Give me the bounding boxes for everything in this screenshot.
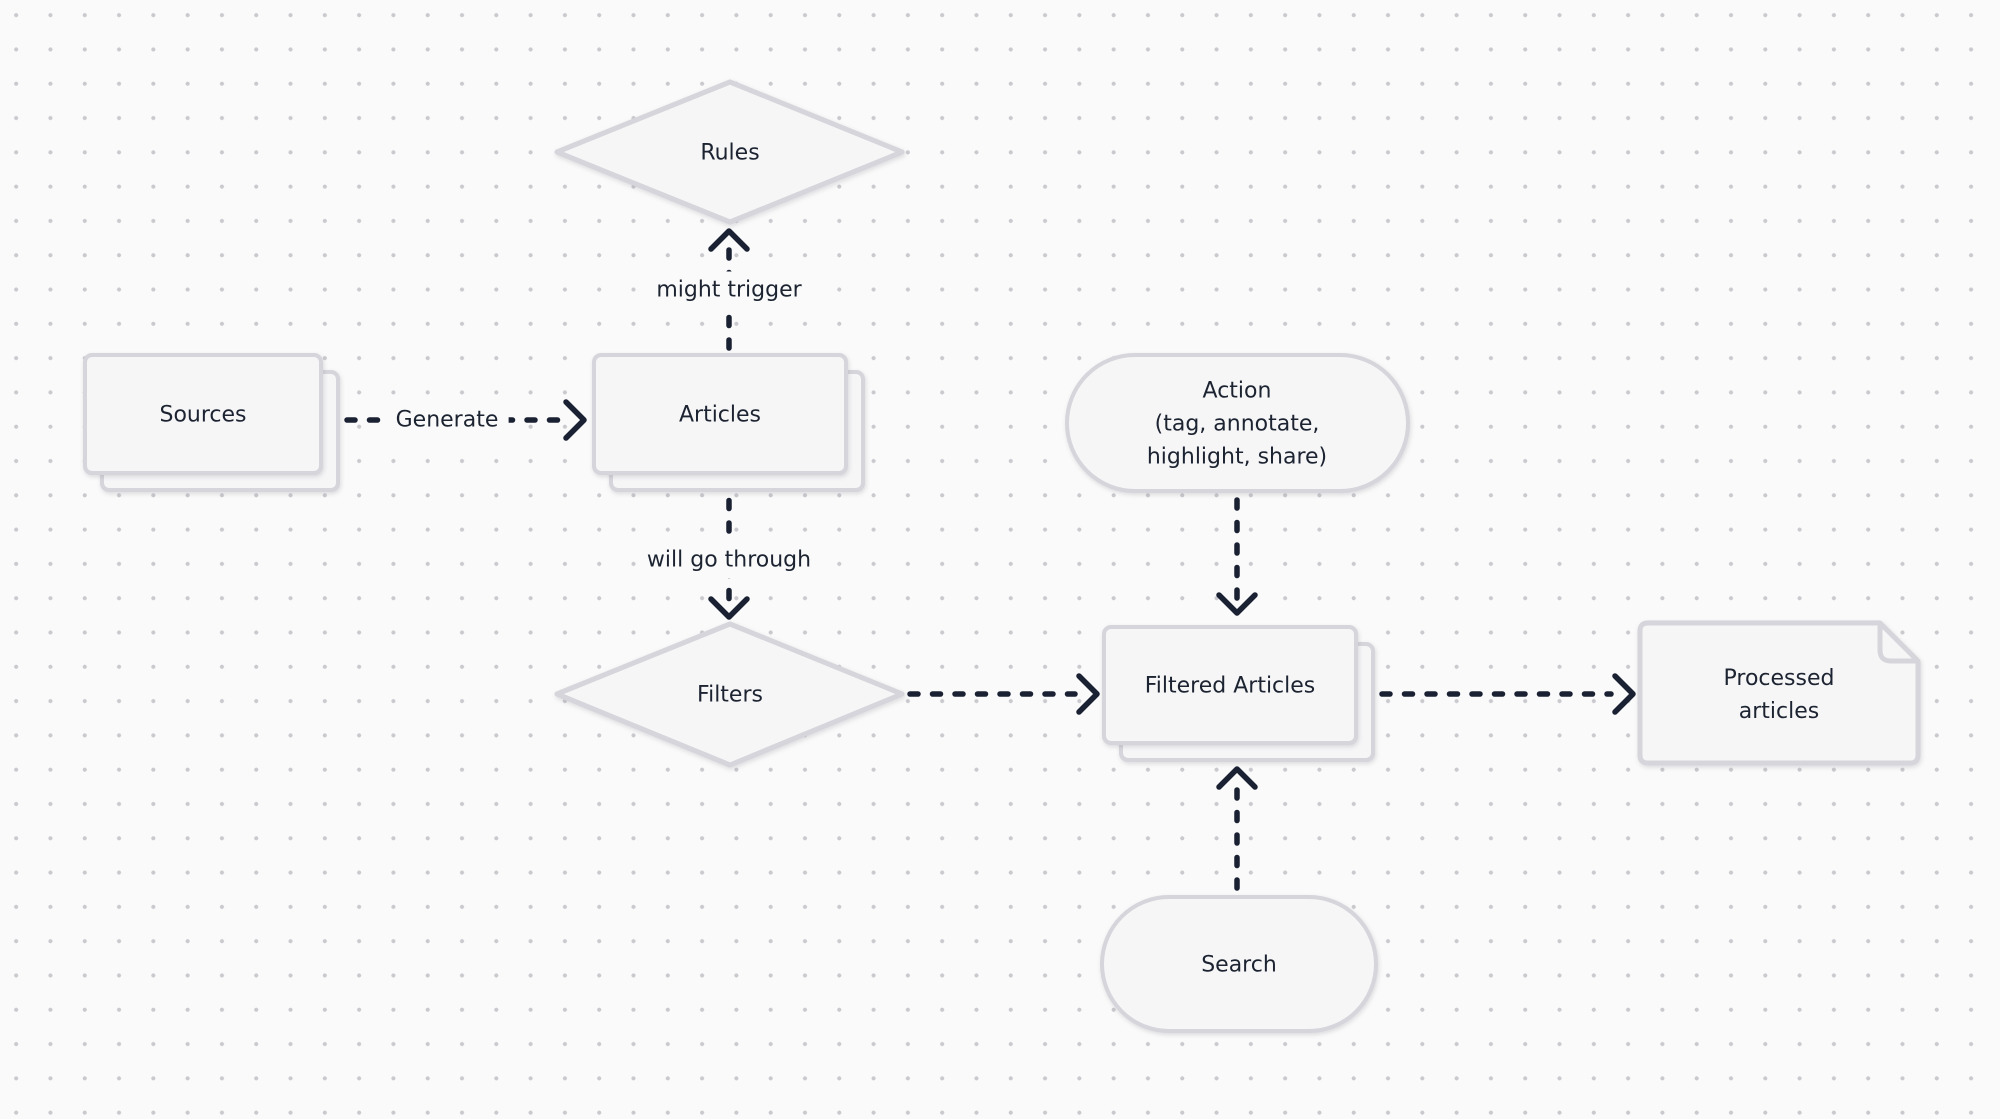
- rules-diamond-shape: [554, 79, 905, 225]
- processed-articles-label: Processed articles: [1723, 666, 1835, 724]
- articles-label: Articles: [678, 402, 762, 428]
- node-filters[interactable]: [554, 621, 905, 768]
- action-label: Action (tag, annotate, highlight, share): [1146, 378, 1328, 470]
- node-filtered-articles[interactable]: [1102, 625, 1358, 745]
- node-action[interactable]: [1065, 353, 1410, 493]
- filters-diamond-shape: [554, 621, 905, 768]
- edge-label-will-go-through: will go through: [636, 541, 822, 579]
- rules-label: Rules: [700, 140, 760, 166]
- node-rules[interactable]: [554, 79, 905, 225]
- filters-label: Filters: [697, 682, 763, 708]
- filtered-articles-label: Filtered Articles: [1144, 673, 1316, 699]
- node-sources[interactable]: [83, 353, 323, 475]
- edge-action-to-filtered-articles[interactable]: [1216, 497, 1258, 616]
- edge-search-to-filtered-articles[interactable]: [1216, 766, 1258, 891]
- edge-label-generate: Generate: [385, 401, 509, 439]
- processed-articles-document-shape: [1637, 620, 1921, 766]
- node-articles[interactable]: [592, 353, 848, 475]
- edge-articles-to-filters[interactable]: [708, 475, 750, 620]
- document-fold-corner-icon: [1877, 622, 1919, 664]
- edge-sources-to-articles[interactable]: [344, 399, 587, 441]
- node-processed-articles[interactable]: [1637, 620, 1921, 766]
- search-label: Search: [1201, 952, 1277, 978]
- edge-filters-to-filtered-articles[interactable]: [907, 673, 1100, 715]
- node-search[interactable]: [1100, 895, 1378, 1033]
- edge-label-might-trigger: might trigger: [646, 271, 812, 309]
- sources-label: Sources: [159, 402, 247, 428]
- edge-filtered-articles-to-processed-articles[interactable]: [1379, 673, 1636, 715]
